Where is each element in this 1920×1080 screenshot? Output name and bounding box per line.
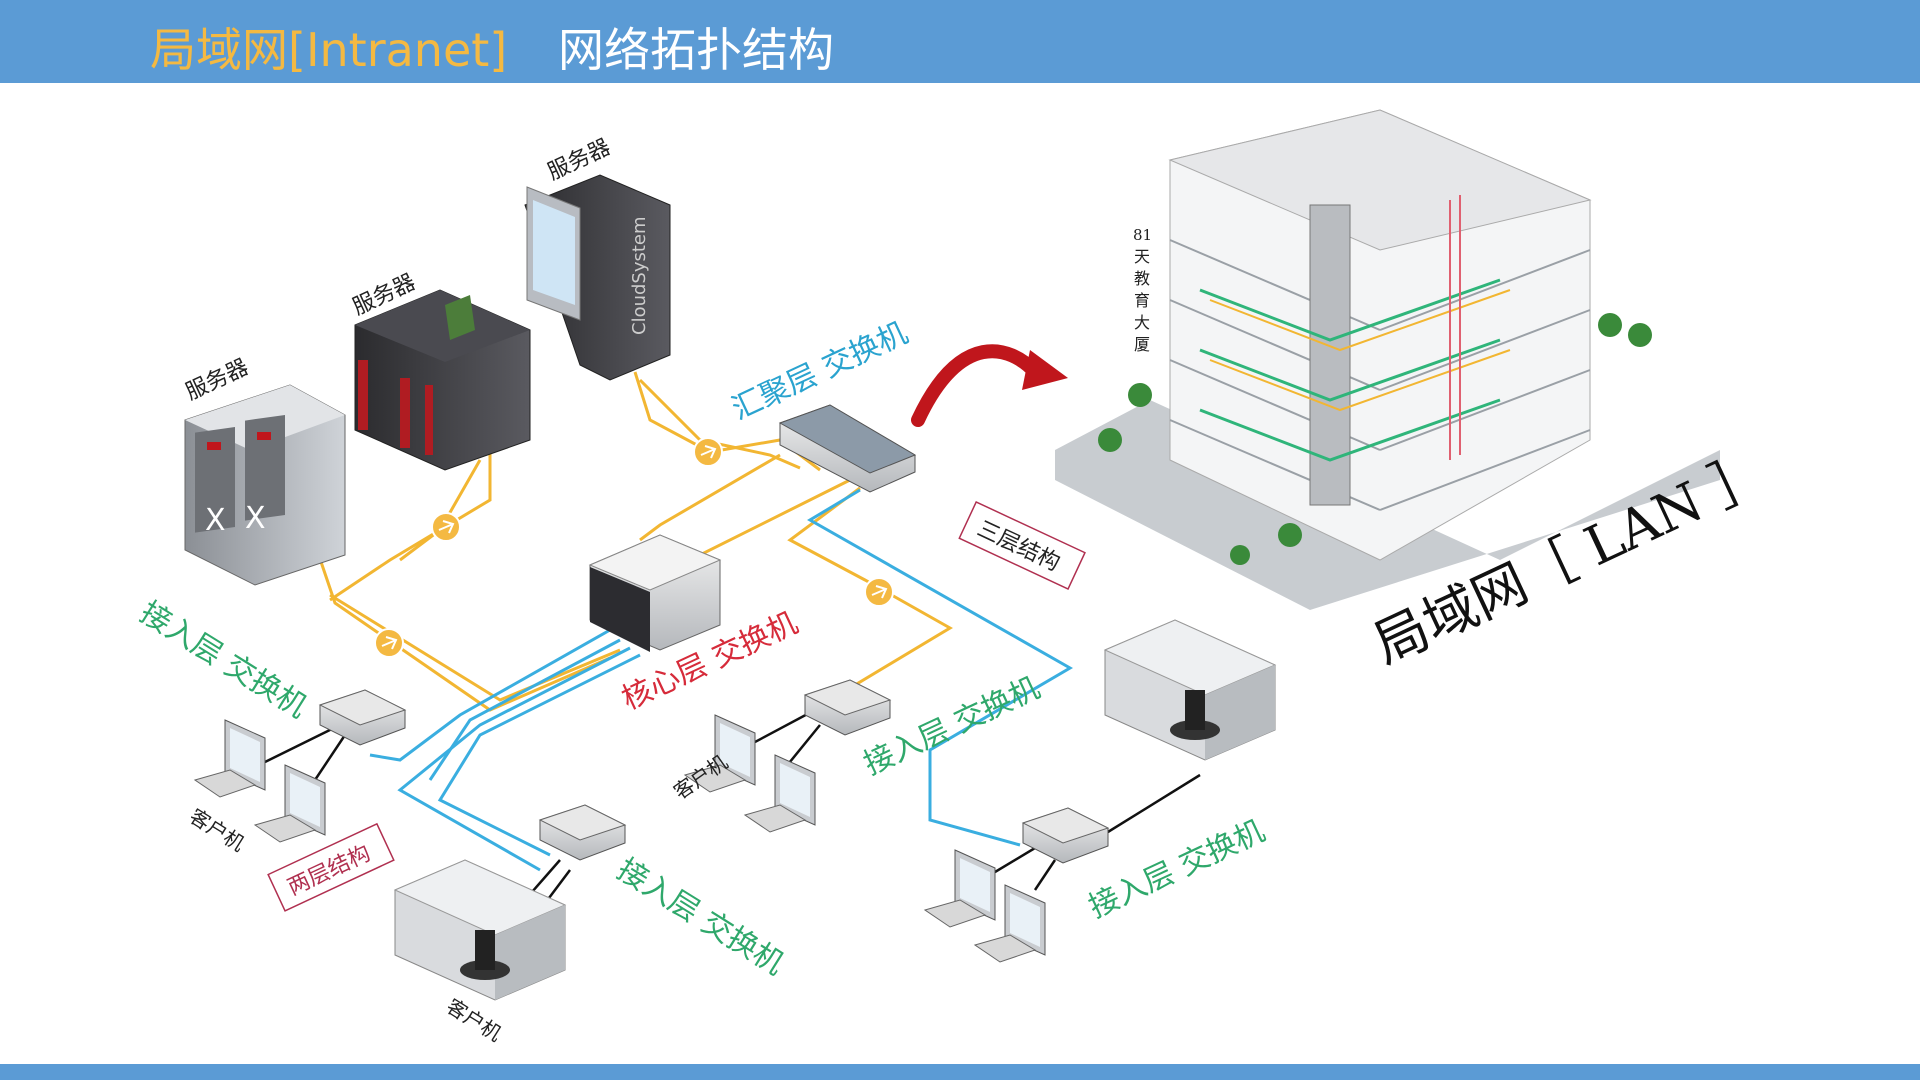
workstation-icon bbox=[253, 764, 326, 843]
router-icon bbox=[374, 628, 404, 658]
blue-cables bbox=[369, 488, 1073, 872]
client-label-3: 客户机 bbox=[442, 994, 506, 1046]
workstation-icon bbox=[973, 884, 1046, 963]
building-name-line-4: 大 bbox=[1134, 313, 1150, 332]
router-badges bbox=[374, 437, 894, 658]
svg-text:X: X bbox=[245, 501, 266, 536]
access-switch-icon bbox=[318, 689, 407, 746]
building-name-line-2: 教 bbox=[1134, 269, 1150, 288]
aggregation-switch-icon bbox=[778, 404, 917, 493]
title-topology: 网络拓扑结构 bbox=[558, 23, 834, 77]
workstation-icon bbox=[193, 719, 266, 798]
access-switch-icon bbox=[803, 679, 892, 736]
footer-bar bbox=[0, 1064, 1920, 1080]
building-name-line-5: 厦 bbox=[1134, 335, 1150, 354]
building-name-line-0: 81 bbox=[1133, 226, 1152, 244]
cloud-server-icon: CloudSystem bbox=[524, 174, 671, 381]
building-name-line-3: 育 bbox=[1134, 291, 1150, 310]
router-icon bbox=[864, 577, 894, 607]
workstation-icon bbox=[923, 849, 996, 928]
client-label-1: 客户机 bbox=[185, 804, 249, 856]
desk-icon bbox=[393, 859, 567, 1001]
desk-icon bbox=[1103, 619, 1277, 761]
network-diagram: X X 服务器 服务器 CloudSystem 服务器 汇聚层 交换机 核心层 … bbox=[134, 109, 1777, 1046]
title-intranet: 局域网[Intranet] bbox=[150, 23, 508, 77]
svg-text:X: X bbox=[205, 503, 226, 538]
three-tier-box: 三层结构 bbox=[958, 500, 1086, 590]
core-switch-icon bbox=[588, 534, 722, 652]
access-switch-icon bbox=[538, 804, 627, 861]
access-switch-label-2: 接入层 交换机 bbox=[859, 670, 1046, 782]
building-name: 81 天 教 育 大 厦 bbox=[1133, 226, 1152, 354]
building-icon bbox=[1055, 109, 1720, 610]
server-rack-icon bbox=[354, 289, 531, 471]
router-icon bbox=[693, 437, 723, 467]
workstation-icon bbox=[743, 754, 816, 833]
access-switch-label-1: 接入层 交换机 bbox=[134, 595, 313, 725]
server-label-1: 服务器 bbox=[182, 355, 252, 406]
server-rack-icon: X X bbox=[184, 384, 346, 586]
workstation-icon bbox=[683, 714, 756, 793]
router-icon bbox=[431, 512, 461, 542]
access-switch-label-3: 接入层 交换机 bbox=[611, 852, 790, 982]
arrow-icon bbox=[911, 344, 1068, 427]
svg-text:CloudSystem: CloudSystem bbox=[629, 216, 650, 335]
access-switch-icon bbox=[1021, 807, 1110, 864]
header-bar: 局域网[Intranet] 网络拓扑结构 bbox=[0, 0, 1920, 83]
building-name-line-1: 天 bbox=[1134, 247, 1150, 266]
